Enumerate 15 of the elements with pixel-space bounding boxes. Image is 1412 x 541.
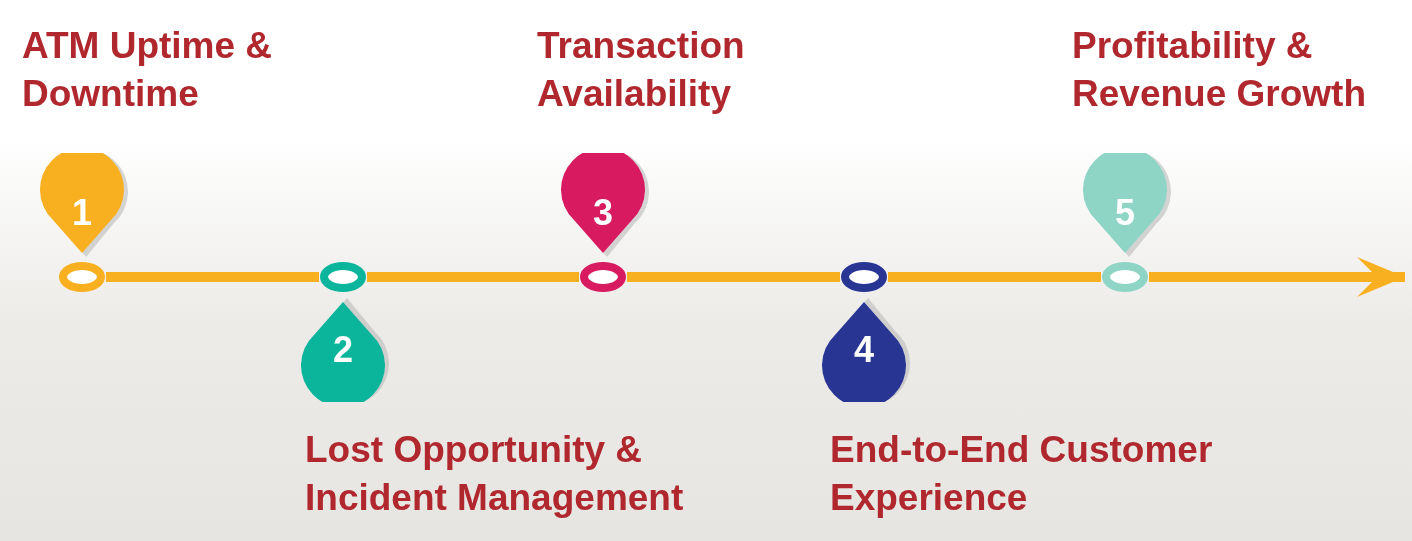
timeline-line: [106, 272, 319, 282]
timeline-line: [888, 272, 1101, 282]
step-number: 4: [853, 330, 875, 370]
step-heading: ATM Uptime & Downtime: [22, 24, 274, 116]
timeline-line: [367, 272, 579, 282]
step-heading: Profitability & Revenue Growth: [1072, 24, 1367, 116]
step-heading: End-to-End Customer Experience: [830, 428, 1214, 520]
step-number: 2: [332, 330, 354, 370]
step-heading: Lost Opportunity & Incident Management: [305, 428, 685, 520]
timeline-arrow: [1149, 257, 1405, 297]
step-number: 1: [71, 193, 93, 233]
timeline-line: [627, 272, 840, 282]
step-number: 5: [1114, 193, 1136, 233]
step-heading: Transaction Availability: [537, 24, 746, 116]
step-number: 3: [592, 193, 614, 233]
